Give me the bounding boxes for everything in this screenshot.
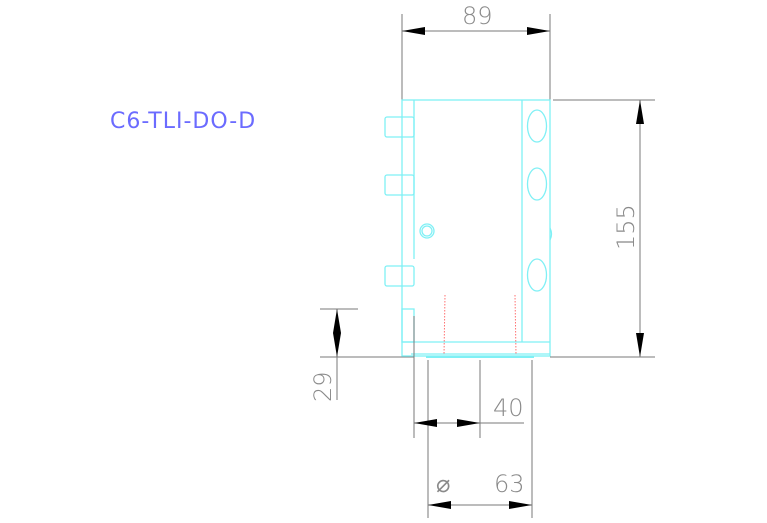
arrowhead-left-icon bbox=[414, 419, 437, 427]
hidden-line bbox=[514, 294, 517, 356]
mounting-tab bbox=[384, 116, 415, 138]
bottom-extension-lines bbox=[413, 316, 655, 518]
arrowhead-right-icon bbox=[457, 419, 480, 427]
knockout-oval bbox=[526, 167, 548, 201]
arrowhead-up-icon bbox=[333, 309, 341, 333]
body-rect bbox=[401, 99, 551, 357]
arrowhead-right-icon bbox=[527, 27, 550, 35]
mounting-tab bbox=[384, 265, 415, 287]
mounting-tab bbox=[384, 174, 415, 196]
knockout-oval bbox=[526, 258, 548, 292]
dimension-value-width: 89 bbox=[462, 2, 493, 30]
dimension-value-inner-width: 40 bbox=[493, 394, 524, 422]
arrowhead-right-icon bbox=[509, 501, 532, 509]
dimension-value-base-height: 29 bbox=[309, 371, 337, 402]
hidden-line bbox=[443, 294, 446, 356]
arrowhead-left-icon bbox=[402, 27, 425, 35]
part-outline bbox=[384, 99, 553, 358]
diameter-symbol-icon: ⌀ bbox=[436, 470, 450, 498]
hole-icon bbox=[419, 223, 435, 239]
arrowhead-down-icon bbox=[333, 333, 341, 357]
arrowhead-up-icon bbox=[636, 100, 644, 124]
dimension-height-left: 29 bbox=[309, 308, 414, 402]
dimension-outer-diameter: ⌀ 63 bbox=[428, 470, 532, 509]
arrowhead-down-icon bbox=[636, 333, 644, 357]
dimension-width-top: 89 bbox=[401, 2, 551, 100]
dimension-value-height: 155 bbox=[612, 204, 640, 250]
dimension-height-right: 155 bbox=[550, 99, 655, 358]
part-label: C6-TLI-DO-D bbox=[110, 109, 256, 134]
knockout-oval bbox=[526, 109, 548, 143]
dimension-inner-width: 40 bbox=[414, 394, 524, 427]
arrowhead-left-icon bbox=[428, 501, 451, 509]
dimension-value-outer-diameter: 63 bbox=[494, 470, 525, 498]
